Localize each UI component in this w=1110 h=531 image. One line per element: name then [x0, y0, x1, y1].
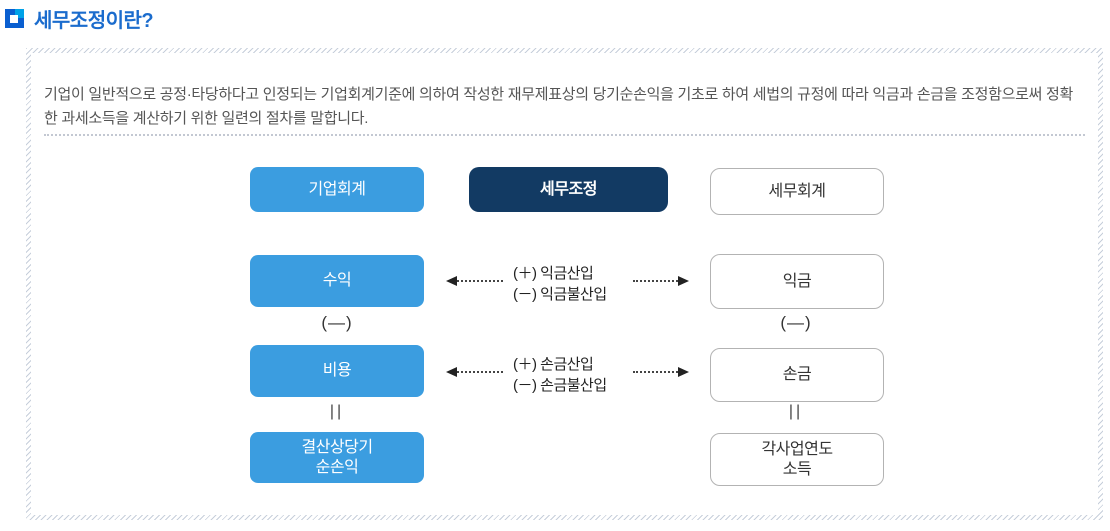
box-label: 손금 — [782, 366, 812, 383]
dotted-arrow-line — [633, 280, 678, 282]
adjustment-note-income: (＋) 익금산입 (－) 익금불산입 — [513, 263, 683, 305]
arrow-right-icon — [678, 367, 689, 377]
box-business-year-income: 각사업연도 소득 — [710, 433, 884, 486]
adjustment-add: (＋) 익금산입 — [513, 265, 594, 282]
box-label-line2: 소득 — [782, 460, 812, 478]
box-label: 각사업연도 소득 — [761, 440, 833, 480]
adjustment-subtract: (－) 익금불산입 — [513, 286, 607, 303]
box-gross-income: 익금 — [710, 254, 884, 309]
content-panel-inner — [31, 53, 1098, 515]
dotted-separator — [44, 134, 1085, 136]
minus-operator-right: (—) — [780, 313, 812, 332]
adjustment-note-expense: (＋) 손금산입 (－) 손금불산입 — [513, 354, 683, 396]
box-deductible-expenses: 손금 — [710, 348, 884, 402]
box-label: 익금 — [782, 272, 812, 290]
arrow-right-icon — [678, 276, 689, 286]
box-label: 결산상당기 순손익 — [301, 438, 373, 478]
adjustment-subtract: (－) 손금불산입 — [513, 377, 607, 394]
minus-operator-left: (—) — [321, 313, 353, 332]
page-title: 세무조정이란? — [34, 10, 154, 32]
box-label-line2: 순손익 — [315, 458, 359, 476]
content-panel — [26, 48, 1103, 520]
box-settlement-net-income: 결산상당기 순손익 — [250, 432, 424, 483]
box-label-line1: 각사업연도 — [761, 440, 833, 458]
box-label: 기업회계 — [308, 180, 366, 198]
bullet-square-icon — [5, 9, 24, 28]
dotted-arrow-line — [457, 280, 503, 282]
bullet-square-icon-corner — [15, 9, 24, 18]
box-label-line1: 결산상당기 — [301, 438, 373, 456]
description-text: 기업이 일반적으로 공정·타당하다고 인정되는 기업회계기준에 의하여 작성한 … — [44, 86, 1073, 127]
equals-operator-right: || — [788, 403, 804, 420]
box-revenue: 수익 — [250, 255, 424, 307]
box-tax-accounting: 세무회계 — [710, 168, 884, 215]
arrow-left-icon — [446, 367, 457, 377]
box-label: 세무회계 — [768, 182, 826, 200]
box-expenses: 비용 — [250, 345, 424, 397]
box-corporate-accounting: 기업회계 — [250, 167, 424, 212]
box-tax-adjustment: 세무조정 — [469, 167, 668, 212]
adjustment-add: (＋) 손금산입 — [513, 356, 594, 373]
dotted-arrow-line — [633, 371, 678, 373]
equals-operator-left: || — [329, 403, 345, 420]
section-header: 세무조정이란? — [5, 4, 154, 33]
box-label: 비용 — [322, 362, 352, 379]
box-label: 세무조정 — [540, 180, 597, 198]
arrow-left-icon — [446, 276, 457, 286]
bullet-square-icon-hole — [10, 15, 18, 23]
dotted-arrow-line — [457, 371, 503, 373]
box-label: 수익 — [322, 272, 352, 289]
